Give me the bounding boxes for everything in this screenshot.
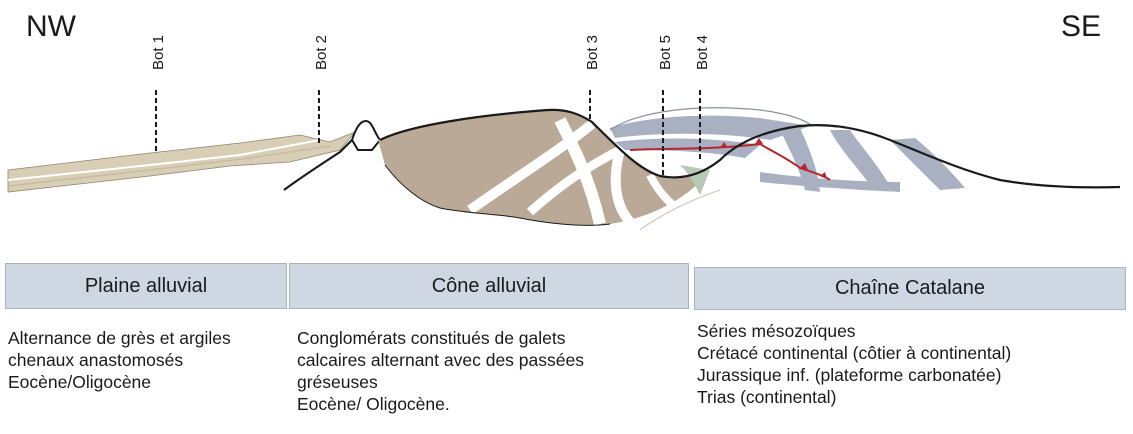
description-line: Eocène/ Oligocène. [297, 393, 584, 415]
borehole-label: Bot 5 [657, 35, 674, 70]
description-line: Jurassique inf. (plateforme carbonatée) [697, 364, 1011, 386]
borehole-label: Bot 4 [694, 35, 711, 70]
plaine-alluvial-layers [8, 132, 355, 192]
description-line: chenaux anastomosés [8, 349, 231, 371]
borehole-bot-5: Bot 5 [657, 35, 674, 176]
description-line: Séries mésozoïques [697, 320, 1011, 342]
domain-description-plaine: Alternance de grès et argiles chenaux an… [8, 327, 231, 393]
description-line: Eocène/Oligocène [8, 371, 231, 393]
description-line: gréseuses [297, 371, 584, 393]
domain-header-chaine: Chaîne Catalane [694, 267, 1126, 310]
description-line: Crétacé continental (côtier à continenta… [697, 342, 1011, 364]
domain-description-cone: Conglomérats constitués de galets calcai… [297, 327, 584, 415]
domain-header-plaine: Plaine alluvial [5, 263, 287, 309]
borehole-bot-1: Bot 1 [150, 35, 167, 153]
description-line: Trias (continental) [697, 386, 1011, 408]
borehole-label: Bot 3 [584, 35, 601, 70]
borehole-bot-2: Bot 2 [313, 35, 330, 143]
description-line: Alternance de grès et argiles [8, 327, 231, 349]
domain-header-cone: Cône alluvial [289, 263, 689, 309]
geological-cross-section: Bot 1 Bot 2 Bot 3 Bot 5 Bot 4 [0, 0, 1133, 260]
borehole-label: Bot 1 [150, 35, 167, 70]
borehole-bot-3: Bot 3 [584, 35, 601, 120]
description-line: Conglomérats constitués de galets [297, 327, 584, 349]
pinnacle [352, 121, 380, 150]
borehole-label: Bot 2 [313, 35, 330, 70]
description-line: calcaires alternant avec des passées [297, 349, 584, 371]
domain-description-chaine: Séries mésozoïques Crétacé continental (… [697, 320, 1011, 408]
